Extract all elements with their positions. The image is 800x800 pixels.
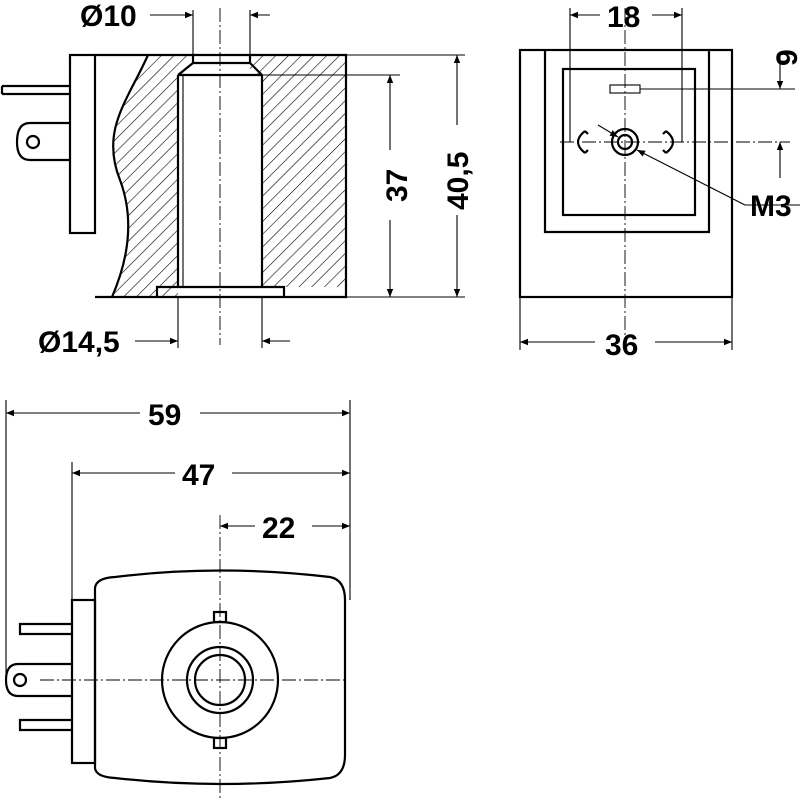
front-view: 18 9 M3 36 <box>518 1 800 362</box>
dim-bore-diameter: Ø10 <box>80 0 137 33</box>
dim-overall-height: 40,5 <box>442 152 475 210</box>
terminal-lug <box>15 121 70 162</box>
top-terminal-pin-lower <box>18 718 72 732</box>
dim-width: 36 <box>605 329 638 362</box>
dim-flange-diameter: Ø14,5 <box>38 326 120 359</box>
section-view: Ø10 Ø14,5 37 40,5 <box>0 0 475 359</box>
hatched-body-left <box>112 55 193 297</box>
dim-center-offset: 22 <box>262 512 295 545</box>
front-inner-frame <box>543 50 711 234</box>
hatched-body-right <box>250 55 346 297</box>
terminal-lug-hole <box>25 134 41 150</box>
flange-bottom <box>155 285 286 297</box>
dim-overall-length: 59 <box>148 399 181 432</box>
section-outline <box>95 53 348 299</box>
front-outline <box>518 48 734 299</box>
top-terminal-pin-upper <box>18 622 72 636</box>
dim-body-length: 47 <box>182 459 215 492</box>
top-terminal-lug-hole <box>12 672 28 688</box>
dim-pin-spacing: 18 <box>607 1 640 34</box>
top-view: 59 47 22 <box>4 399 351 800</box>
dim-bore-length: 37 <box>381 169 414 202</box>
top-body-outline <box>93 569 347 786</box>
top-terminal-block <box>70 598 97 765</box>
dim-thread: M3 <box>750 190 792 223</box>
terminal-block <box>68 53 97 235</box>
terminal-tab <box>0 84 70 96</box>
dim-offset: 9 <box>771 49 800 66</box>
body-wavy-edge <box>110 54 150 298</box>
